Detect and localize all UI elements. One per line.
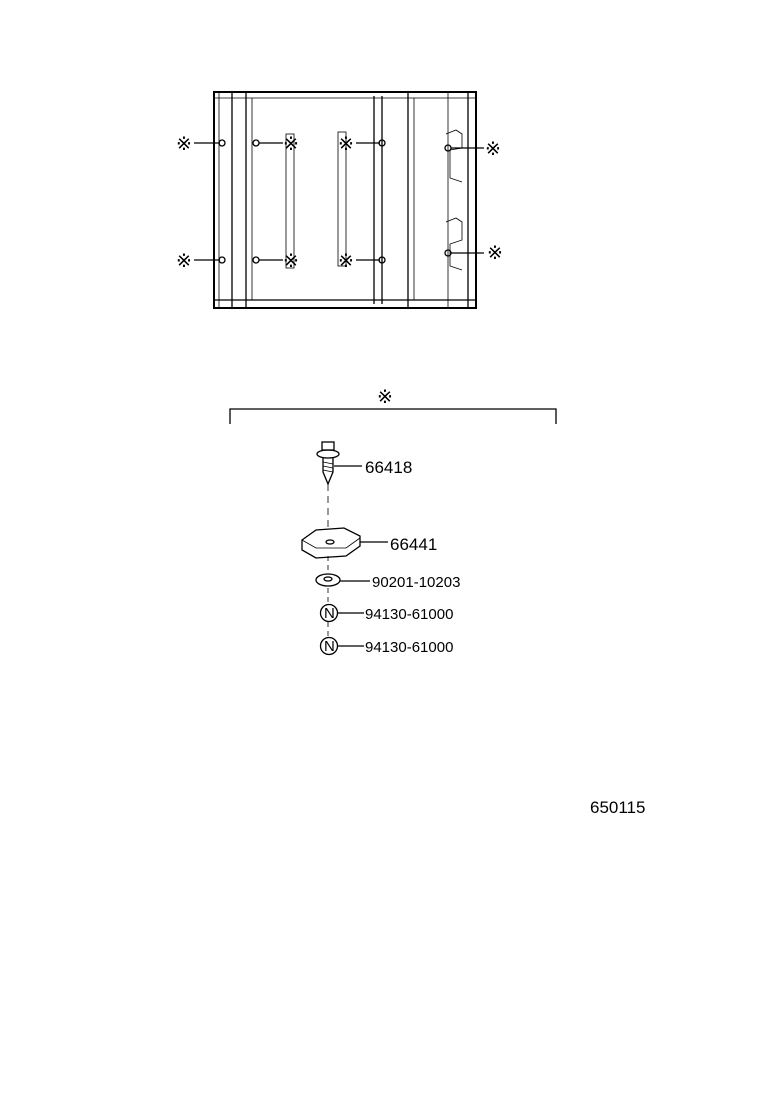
ref-mark: ※ [176,133,192,155]
ref-mark: ※ [283,250,299,272]
ref-mark: ※ [485,138,501,160]
panel-frame [213,91,477,309]
ref-mark: ※ [487,242,503,264]
part-label-66441: 66441 [390,535,437,554]
part-label-94130-61000: 94130-61000 [365,639,453,656]
n-symbol: N [324,638,335,655]
washer-90201-10203 [315,573,370,587]
part-label-94130-61000: 94130-61000 [365,606,453,623]
n-symbol-part-2: N [319,636,364,656]
ref-mark: ※ [338,250,354,272]
ref-mark: ※ [283,133,299,155]
n-symbol: N [324,605,335,622]
group-bracket: ※ [229,386,557,424]
part-label-90201-10203: 90201-10203 [372,574,460,591]
n-symbol-part-1: N [319,603,364,623]
ref-mark: ※ [377,386,393,408]
part-label-66418: 66418 [365,458,412,477]
reference-marks: ※ ※ ※ ※ ※ ※ ※ ※ [176,133,503,272]
figure-number: 650115 [590,798,645,817]
ref-mark: ※ [338,133,354,155]
frame-fastener-callouts [194,139,484,264]
pad-66441 [301,527,388,559]
ref-mark: ※ [176,250,192,272]
bolt-66418 [316,441,362,486]
